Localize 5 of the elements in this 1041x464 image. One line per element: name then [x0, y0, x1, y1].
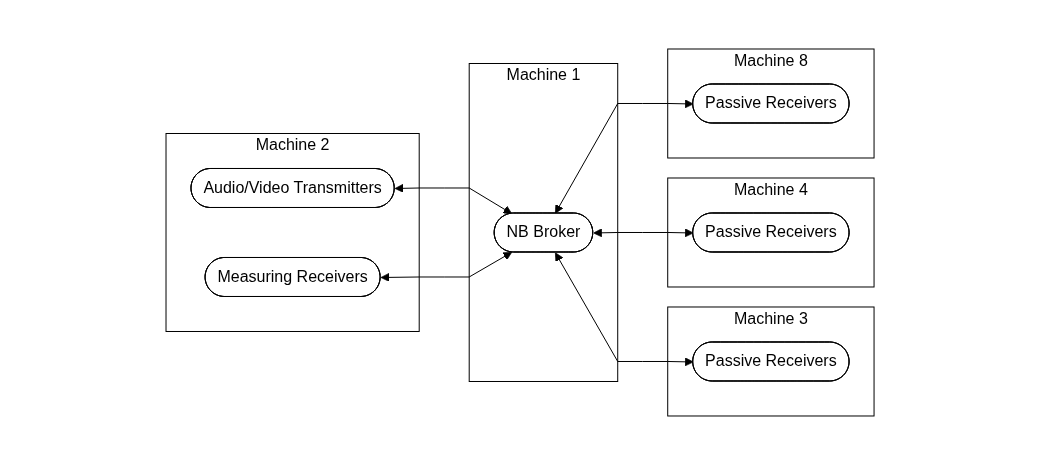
arrow	[593, 227, 695, 237]
arrow	[381, 251, 513, 282]
arrow	[555, 251, 695, 366]
arrow	[555, 98, 695, 214]
arrow	[395, 183, 513, 214]
